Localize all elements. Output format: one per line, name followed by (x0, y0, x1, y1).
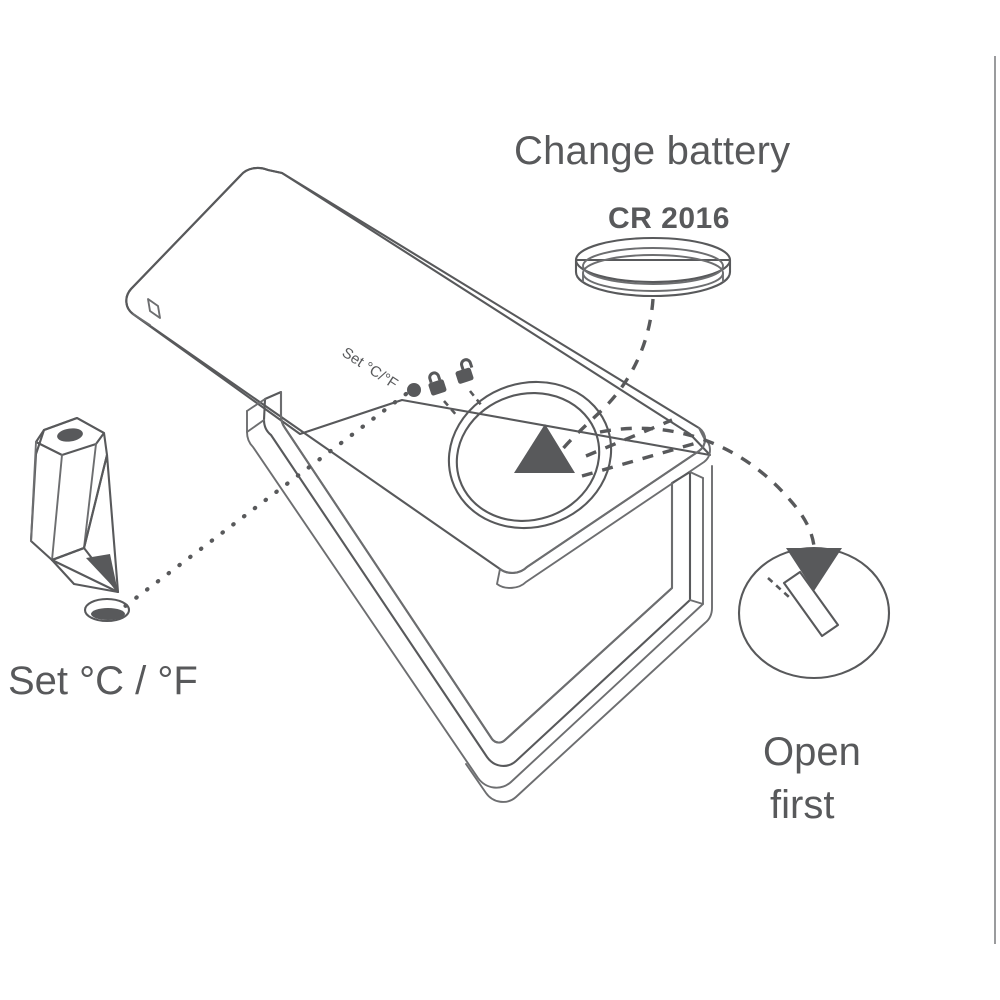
down-arrow-icon (786, 548, 842, 591)
device-stand-outer (262, 390, 692, 767)
lock-indicator-group (428, 358, 484, 418)
device-stand-join-right (689, 599, 704, 605)
open-first-line-1: Open (763, 730, 861, 774)
triangle-arrow-icon (514, 424, 575, 473)
slot-icon (782, 570, 840, 638)
pencil-facet-2 (83, 443, 97, 549)
set-unit-leader-dotted (117, 391, 409, 613)
lock-tick-left (443, 400, 459, 418)
pencil-facet-1 (51, 454, 63, 561)
battery-top-face (574, 236, 732, 284)
open-first-line-2: first (770, 783, 834, 827)
device-body (125, 166, 713, 803)
change-battery-title: Change battery (514, 129, 790, 173)
device-edge-notch-line (132, 313, 151, 326)
device-stand-rear-rail (246, 410, 704, 789)
open-first-detail (737, 546, 891, 680)
padlock-unlocked-icon (455, 358, 474, 384)
device-edge-notch (147, 298, 161, 319)
target-hole-shadow (91, 608, 125, 620)
device-stand-inner-edge (280, 391, 673, 744)
device-side-band (496, 427, 711, 589)
device-stand-join-left (246, 398, 266, 412)
device-stand-outer-rail (465, 465, 713, 803)
pencil-icon (29, 416, 120, 594)
battery-code-label: CR 2016 (608, 202, 730, 235)
coin-cell-icon (574, 236, 732, 298)
pencil-facet-3 (30, 441, 37, 542)
set-unit-target-hole[interactable] (83, 597, 131, 623)
open-first-slot-lead (767, 577, 790, 598)
padlock-locked-icon (428, 371, 447, 396)
lock-tick-right (468, 390, 484, 407)
pencil-top-hole (57, 428, 83, 442)
device-stand-join-left2 (246, 419, 265, 433)
set-unit-caption: Set °C / °F (8, 659, 198, 703)
pencil-graphite-tip (86, 554, 118, 592)
battery-compartment[interactable] (430, 361, 630, 549)
open-first-guide-dashed (599, 426, 816, 547)
compartment-ray-upper (585, 418, 673, 458)
battery-rim-ring-1 (582, 247, 724, 285)
device-stand-join-top (689, 471, 704, 479)
battery-cover-inner-ring (455, 392, 601, 522)
set-unit-microlabel: Set °C/°F (339, 344, 401, 392)
target-hole-outline (83, 597, 131, 623)
set-unit-button-dot[interactable] (407, 383, 421, 397)
battery-insert-guide-dashed (558, 298, 655, 454)
set-unit-microlabel-group: Set °C/°F (339, 344, 421, 397)
